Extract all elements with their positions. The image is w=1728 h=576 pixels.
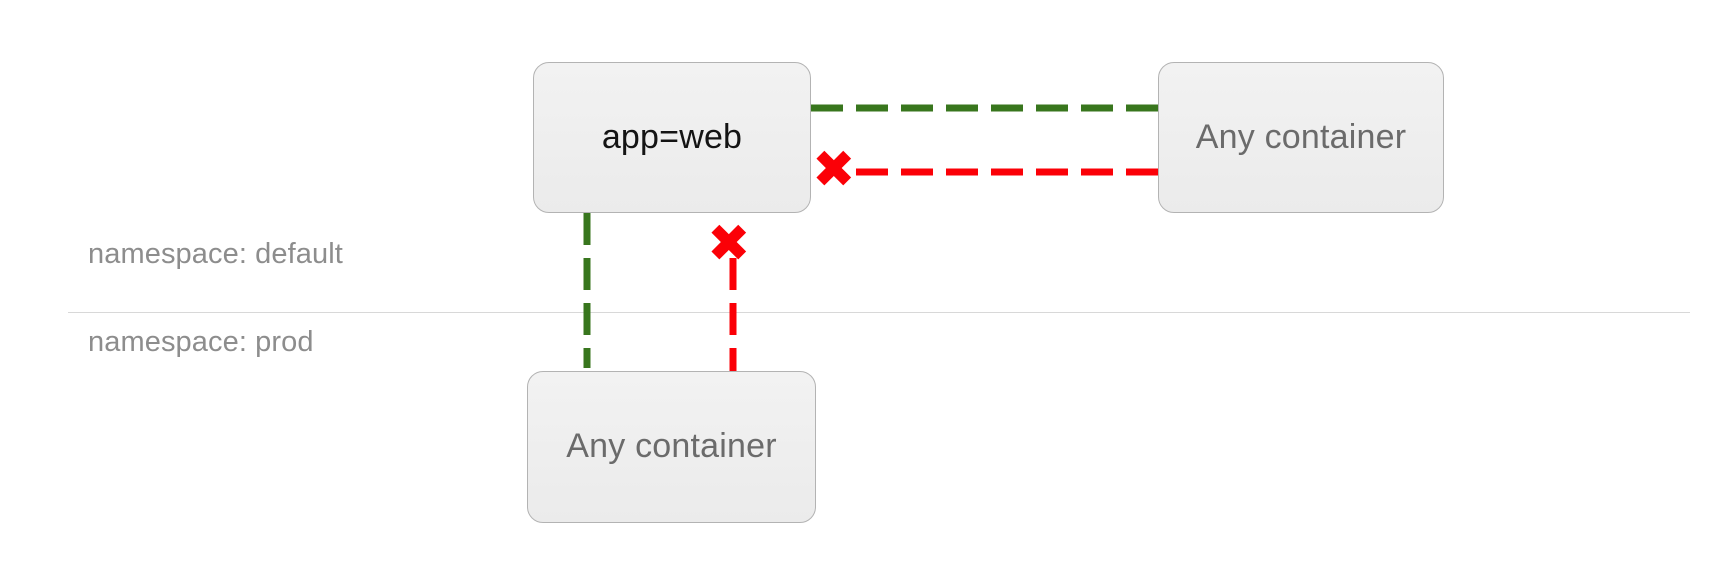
node-any-container-prod[interactable]: Any container (527, 371, 816, 523)
node-app-web-label: app=web (601, 117, 743, 156)
namespace-label-default: namespace: default (88, 238, 343, 270)
blocked-x-icon-ingress: ✖ (812, 140, 856, 200)
blocked-x-icon-cross-namespace: ✖ (707, 214, 751, 274)
namespace-divider (68, 312, 1690, 313)
namespace-label-prod: namespace: prod (88, 326, 314, 358)
node-any-container-default[interactable]: Any container (1158, 62, 1444, 213)
node-any-container-prod-label: Any container (566, 427, 777, 466)
node-any-container-default-label: Any container (1195, 117, 1407, 156)
node-app-web[interactable]: app=web (533, 62, 811, 213)
